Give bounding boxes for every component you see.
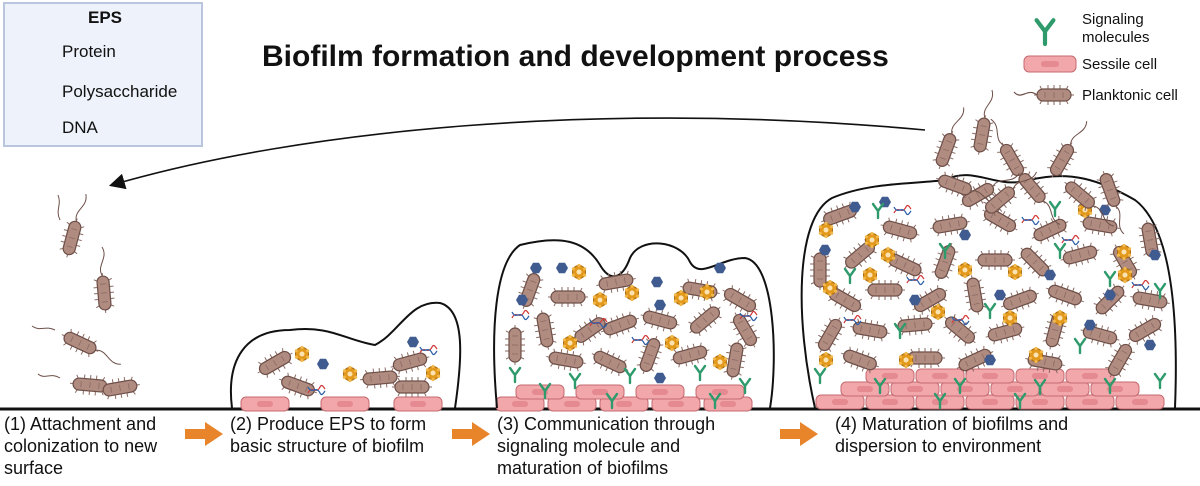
signaling-molecules-icon xyxy=(1034,18,1056,47)
legend-polysaccharide-label: Polysaccharide xyxy=(62,82,178,101)
key-planktonic-label: Planktonic cell xyxy=(1082,87,1178,104)
step-3-caption: (3) Communication through signaling mole… xyxy=(497,413,715,479)
sessile-cell-icon xyxy=(1023,55,1077,73)
key-icons xyxy=(1013,18,1077,106)
step-arrow-2 xyxy=(452,422,490,446)
step-arrow-3 xyxy=(780,422,818,446)
key-signaling-line2: molecules xyxy=(1082,29,1150,46)
step-1-line1: (1) Attachment and xyxy=(4,414,157,434)
key-sessile-label: Sessile cell xyxy=(1082,56,1158,73)
legend-protein-label: Protein xyxy=(62,42,116,61)
legend-dna-label: DNA xyxy=(62,118,98,137)
key-signaling-label: Signaling molecules xyxy=(1082,11,1150,47)
diagram-title: Biofilm formation and development proces… xyxy=(262,40,889,73)
stage1-bacteria xyxy=(31,191,143,402)
step-3-line2: signaling molecule and xyxy=(497,436,681,456)
step-4-line2: dispersion to environment xyxy=(835,436,1042,456)
step-4-line1: (4) Maturation of biofilms and xyxy=(835,414,1069,434)
step-3-line1: (3) Communication through xyxy=(497,414,716,434)
stage3-biofilm xyxy=(493,239,775,412)
step-arrow-1 xyxy=(185,422,223,446)
stage2-biofilm xyxy=(230,301,462,412)
step-2-caption: (2) Produce EPS to form basic structure … xyxy=(230,413,426,457)
key-signaling-line1: Signaling xyxy=(1082,11,1144,28)
stage4-biofilm xyxy=(800,88,1177,410)
step-3-line3: maturation of biofilms xyxy=(497,458,669,478)
legend-title: EPS xyxy=(87,8,123,27)
legend: EPS Protein Polysaccharide DNA xyxy=(3,2,203,147)
step-1-line3: surface xyxy=(4,458,64,478)
step-2-line1: (2) Produce EPS to form xyxy=(230,414,427,434)
step-1-line2: colonization to new xyxy=(4,436,158,456)
dispersion-arrow xyxy=(108,117,926,190)
planktonic-cell-icon xyxy=(1013,84,1075,106)
step-2-line2: basic structure of biofilm xyxy=(230,436,425,456)
step-4-caption: (4) Maturation of biofilms and dispersio… xyxy=(835,413,1068,457)
step-1-caption: (1) Attachment and colonization to new s… xyxy=(4,413,157,479)
